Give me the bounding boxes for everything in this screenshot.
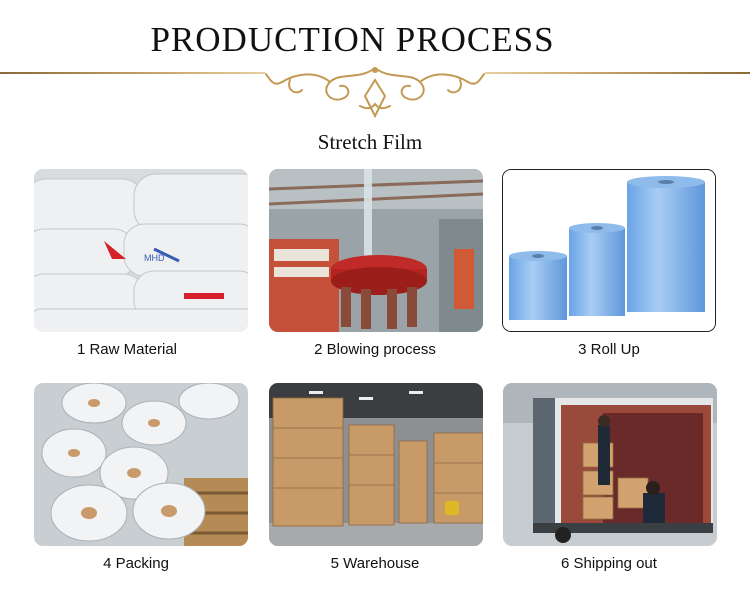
step-image-raw-material: MHD (34, 169, 248, 332)
svg-text:MHD: MHD (144, 253, 165, 263)
step-label-roll-up: 3 Roll Up (578, 341, 640, 358)
step-label-raw-material: 1 Raw Material (76, 341, 178, 358)
step-label-warehouse: 5 Warehouse (330, 555, 420, 572)
divider-line-left (0, 72, 265, 74)
step-label-packing: 4 Packing (103, 555, 169, 572)
step-image-shipping-out (503, 383, 717, 546)
step-image-packing (34, 383, 248, 546)
divider-line-right (485, 72, 750, 74)
step-label-blowing-process: 2 Blowing process (314, 341, 436, 358)
step-image-blowing-process (269, 169, 483, 332)
step-image-roll-up (502, 169, 716, 332)
product-subtitle: Stretch Film (317, 130, 423, 154)
step-label-shipping-out: 6 Shipping out (561, 555, 657, 572)
ornament-flourish-icon (265, 67, 485, 119)
page-title: PRODUCTION PROCESS (150, 20, 555, 59)
step-image-warehouse (269, 383, 483, 546)
